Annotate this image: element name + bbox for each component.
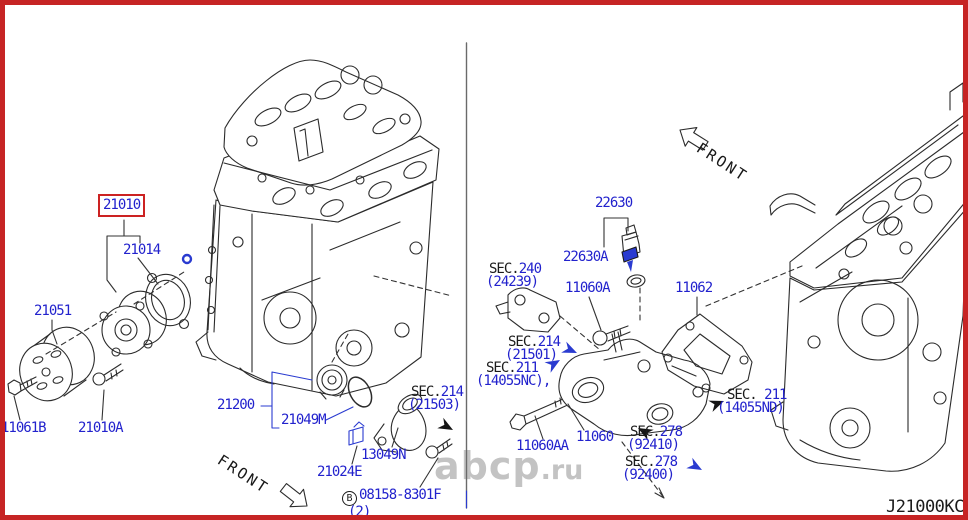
water-inlet-drawing (558, 331, 711, 437)
section-number: 240 (518, 261, 542, 277)
part-label-22630[interactable]: 22630 (595, 195, 633, 211)
part-label-11060A[interactable]: 11060A (565, 280, 611, 296)
part-number: 11060AA (516, 438, 569, 454)
section-ref: (92400) (622, 467, 675, 483)
section-prefix: SEC. (489, 261, 520, 277)
dashed-lines (45, 265, 803, 499)
part-label-21049M[interactable]: 21049M (281, 412, 327, 428)
left-engine-drawing (195, 59, 440, 397)
section-prefix: SEC. (486, 360, 517, 376)
inlet-gasket-drawing (661, 313, 753, 395)
part-number: 21010A (78, 420, 124, 436)
section-prefix: SEC. (727, 387, 765, 403)
part-label-11060[interactable]: 11060 (576, 429, 614, 445)
section-prefix: SEC. (630, 424, 661, 440)
leader-lines (13, 217, 698, 488)
ref-arrow-14055nd-icon (708, 400, 724, 412)
pulley-drawing (19, 326, 95, 402)
front-arrow-right-icon (679, 127, 709, 151)
pump-gasket-drawing (145, 272, 191, 330)
part-label-11062[interactable]: 11062 (675, 280, 713, 296)
part-label-21010A[interactable]: 21010A (78, 420, 124, 436)
part-number: 13049N (361, 447, 407, 463)
thermostat-drawing (316, 364, 348, 400)
dashed-arrowhead (654, 487, 665, 499)
section-ref: (92410) (627, 437, 680, 453)
part-label-21200[interactable]: 21200 (217, 397, 255, 413)
part-label-22630A[interactable]: 22630A (563, 249, 609, 265)
section-label-214-21503[interactable]: SEC.214 (21503) (408, 384, 464, 413)
front-arrow-left-icon (279, 483, 308, 508)
blue-hole-marker (181, 253, 193, 265)
section-number: 214 (537, 334, 561, 350)
section-label-214-21501[interactable]: SEC.214 (21501) (505, 334, 561, 363)
clip-drawing (348, 421, 365, 446)
section-label-211-14055ND[interactable]: SEC. 211 (14055ND) (717, 387, 787, 415)
section-label-211-14055NC[interactable]: SEC.211 (14055NC), (476, 360, 551, 388)
part-number: 21010 (98, 194, 146, 217)
section-prefix: SEC. (411, 384, 442, 400)
section-number: 211 (515, 360, 539, 376)
water-pump-drawing (99, 290, 167, 357)
section-number: 211 (764, 387, 787, 403)
ref-arrow-21503-icon (437, 417, 453, 430)
inlet-long-bolt-drawing (509, 395, 573, 431)
section-prefix: SEC. (508, 334, 539, 350)
section-label-278-92400[interactable]: SEC.278 (92400) (622, 454, 678, 483)
part-label-21024E[interactable]: 21024E (317, 464, 363, 480)
section-ref: (24239) (486, 274, 539, 290)
sensor-oring-drawing (626, 274, 646, 288)
ref-arrow-14055nc-icon (544, 360, 560, 373)
part-number: 11062 (675, 280, 713, 296)
watermark-tld: .ru (540, 455, 584, 486)
part-number: 22630A (563, 249, 609, 265)
section-number: 278 (659, 424, 683, 440)
section-number: 278 (654, 454, 678, 470)
part-number: 22630 (595, 195, 633, 211)
section-number: 214 (440, 384, 464, 400)
ref-arrow-21501-icon (561, 341, 577, 353)
right-engine-drawing (769, 82, 968, 472)
section-prefix: SEC. (625, 454, 656, 470)
oring-drawing (347, 376, 373, 408)
outlet-bolt-drawing (425, 438, 453, 459)
pulley-bolt-drawing (7, 376, 38, 396)
section-ref: (21501) (505, 347, 558, 363)
watermark-main: abcp (434, 444, 541, 488)
part-label-21010[interactable]: 21010 (98, 194, 146, 217)
watermark: abcp.ru (434, 444, 583, 488)
section-ref: (21503) (408, 397, 461, 413)
part-number: 21049M (281, 412, 327, 428)
section-ref: (14055ND) (717, 400, 785, 416)
section-label-240-24239[interactable]: SEC.240 (24239) (486, 261, 542, 290)
part-label-11061B[interactable]: 11061B (1, 420, 47, 436)
part-label-11060AA[interactable]: 11060AA (516, 438, 569, 454)
part-label-21051[interactable]: 21051 (34, 303, 72, 319)
part-number: 11061B (1, 420, 47, 436)
leader-lines-blue (260, 371, 468, 509)
ref-arrow-92400-icon (686, 457, 702, 470)
bolt-marker-icon: B (342, 491, 357, 506)
ref-arrow-92410-icon (638, 428, 654, 441)
part-label-13049N[interactable]: 13049N (361, 447, 407, 463)
part-qty: (2) (348, 504, 371, 520)
part-number: 08158-8301F (359, 487, 442, 503)
bracket-24239-drawing (495, 287, 561, 333)
part-number: 11060 (576, 429, 614, 445)
section-label-278-92410[interactable]: SEC.278 (92410) (627, 424, 683, 453)
part-number: 21014 (123, 242, 161, 258)
diagram-code: J21000KC (886, 497, 964, 517)
part-number: 21200 (217, 397, 255, 413)
pump-bolt-drawing (92, 363, 124, 386)
part-number: 21051 (34, 303, 72, 319)
sensor-drawing (621, 224, 641, 272)
part-label-21014[interactable]: 21014 (123, 242, 161, 258)
water-outlet-drawing (373, 393, 427, 453)
part-number: 21024E (317, 464, 363, 480)
section-ref: (14055NC), (476, 373, 551, 389)
part-number: 11060A (565, 280, 611, 296)
